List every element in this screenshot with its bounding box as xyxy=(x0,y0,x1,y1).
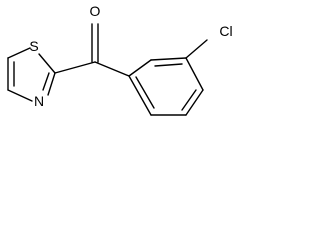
carbonyl-group xyxy=(54,23,130,77)
bond-n3-c2-inner xyxy=(42,72,50,91)
bond-ar4-ar5 xyxy=(185,89,204,116)
molecule-drawing: O S N Cl xyxy=(7,3,233,116)
bond-c2-s1 xyxy=(38,53,56,74)
thiazole-ring xyxy=(7,47,56,102)
bond-c2-carbonyl xyxy=(54,61,96,74)
chlorine-label: Cl xyxy=(219,23,232,39)
bond-s1-c5 xyxy=(7,47,31,59)
benzene-ring xyxy=(128,57,204,116)
bond-ar1-ar2 xyxy=(128,59,152,77)
bond-c4-n3 xyxy=(7,89,33,102)
atom-labels: O S N Cl xyxy=(29,3,232,109)
bond-carbonyl-ring xyxy=(94,61,130,77)
bond-n3-c2 xyxy=(47,72,56,96)
bond-ar6-ar1-inner xyxy=(135,76,155,109)
bond-ar3-cl xyxy=(185,39,208,59)
structure-diagram: O S N Cl xyxy=(0,0,251,132)
bond-ar2-ar3 xyxy=(150,57,187,61)
bond-ar6-ar1 xyxy=(128,75,152,116)
bond-ar4-ar5-inner xyxy=(181,89,197,111)
oxygen-label: O xyxy=(90,3,101,19)
nitrogen-label: N xyxy=(34,93,44,109)
sulfur-label: S xyxy=(29,38,38,54)
bond-ar2-ar3-inner xyxy=(154,63,183,67)
bond-ar3-ar4 xyxy=(185,57,204,91)
